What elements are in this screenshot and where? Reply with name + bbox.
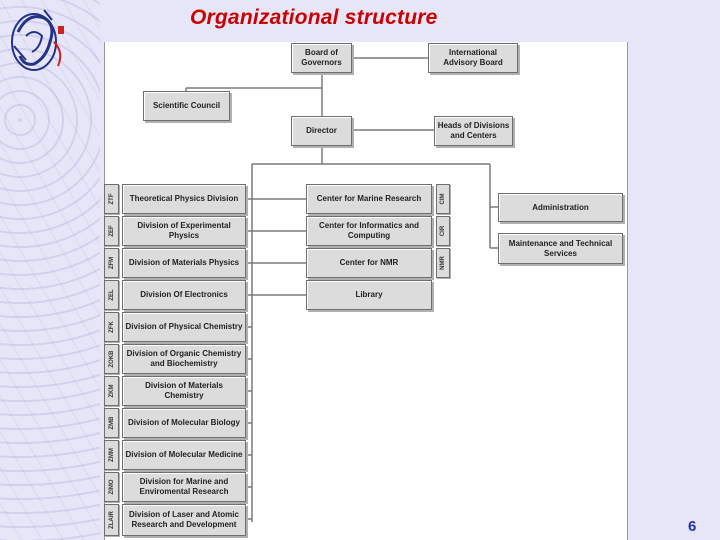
division-box: Division of Materials Physics (122, 248, 246, 278)
center-code-tag: CIR (436, 216, 450, 246)
division-code: ZFK (108, 321, 115, 333)
center-box: Center for NMR (306, 248, 432, 278)
division-code: ZEL (108, 289, 115, 301)
division-code-tag: ZFM (104, 248, 119, 278)
division-box: Division for Marine and Enviromental Res… (122, 472, 246, 502)
center-box: Center for Marine Research (306, 184, 432, 214)
center-code-tag: NMR (436, 248, 450, 278)
division-code: ZTF (108, 193, 115, 205)
division-code: ZEF (108, 225, 115, 237)
division-code-tag: ZOKB (104, 344, 119, 374)
division-code-tag: ZLAIR (104, 504, 119, 536)
division-code: ZMB (108, 416, 115, 430)
page-number: 6 (688, 518, 697, 535)
division-box: Theoretical Physics Division (122, 184, 246, 214)
division-code: ZLAIR (108, 511, 115, 529)
board-of-governors-box: Board of Governors (291, 43, 352, 73)
division-code: ZKM (108, 384, 115, 398)
decorative-pattern (0, 0, 100, 540)
division-code: ZOKB (108, 350, 115, 368)
division-code-tag: ZMB (104, 408, 119, 438)
division-code-tag: ZFK (104, 312, 119, 342)
heads-of-divisions-box: Heads of Divisions and Centers (434, 116, 513, 146)
division-box: Division of Experimental Physics (122, 216, 246, 246)
division-code-tag: ZMM (104, 440, 119, 470)
administration-box: Administration (498, 193, 623, 222)
division-box: Division of Molecular Biology (122, 408, 246, 438)
division-box: Division of Molecular Medicine (122, 440, 246, 470)
library-box: Library (306, 280, 432, 310)
institute-logo (11, 9, 64, 71)
division-code-tag: ZTF (104, 184, 119, 214)
division-code: ZMM (108, 448, 115, 462)
division-code: ZIMO (108, 479, 115, 495)
division-box: Division of Organic Chemistry and Bioche… (122, 344, 246, 374)
center-code: CIR (440, 225, 446, 237)
center-box: Center for Informatics and Computing (306, 216, 432, 246)
director-box: Director (291, 116, 352, 146)
scientific-council-box: Scientific Council (143, 91, 230, 121)
division-code-tag: ZEL (104, 280, 119, 310)
center-code: NMR (440, 256, 446, 270)
division-box: Division of Laser and Atomic Research an… (122, 504, 246, 536)
division-code-tag: ZIMO (104, 472, 119, 502)
center-code-tag: CIM (436, 184, 450, 214)
division-box: Division of Materials Chemistry (122, 376, 246, 406)
advisory-board-box: International Advisory Board (428, 43, 518, 73)
division-box: Division Of Electronics (122, 280, 246, 310)
division-box: Division of Physical Chemistry (122, 312, 246, 342)
division-code-tag: ZKM (104, 376, 119, 406)
center-code: CIM (440, 193, 446, 205)
slide-title: Organizational structure (190, 6, 438, 29)
division-code: ZFM (108, 256, 115, 270)
division-code-tag: ZEF (104, 216, 119, 246)
maintenance-box: Maintenance and Technical Services (498, 233, 623, 264)
